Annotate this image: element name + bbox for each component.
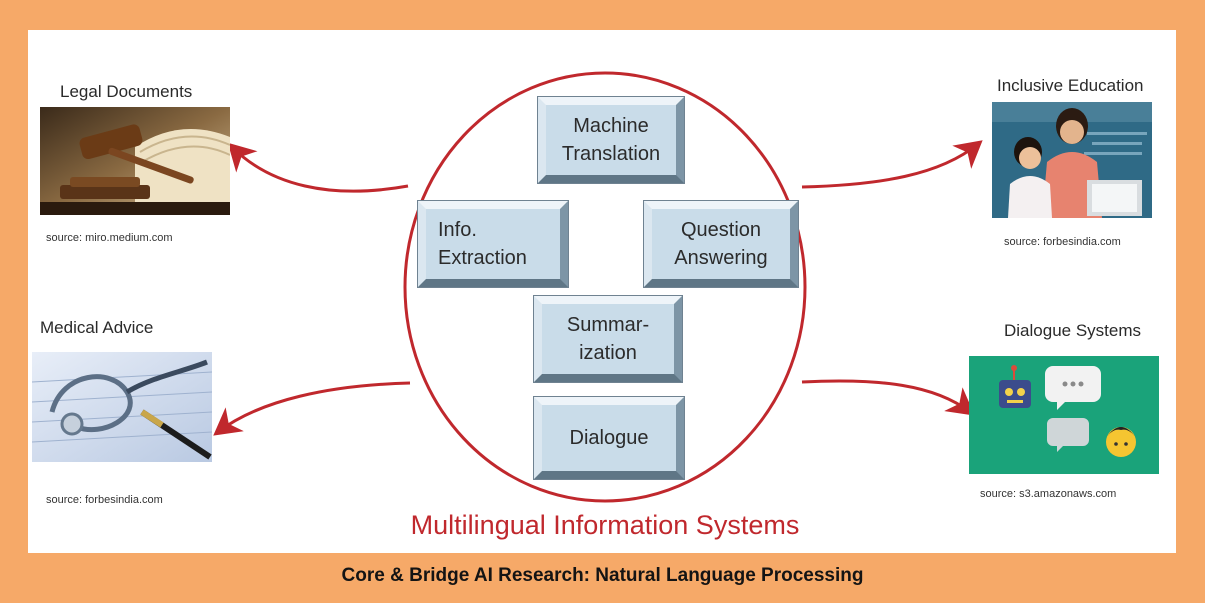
task-question-answering: Question Answering bbox=[643, 200, 799, 288]
task-label: Info. Extraction bbox=[438, 219, 527, 269]
inclusive-education-source: source: forbesindia.com bbox=[1004, 236, 1121, 248]
arrow-to-education bbox=[801, 140, 983, 189]
arrow-to-medical bbox=[213, 381, 411, 436]
dialogue-systems-title: Dialogue Systems bbox=[1004, 321, 1142, 340]
task-label: Summar- ization bbox=[566, 314, 650, 364]
arrow-to-dialogue-systems bbox=[801, 379, 975, 416]
task-label: Dialogue bbox=[569, 427, 649, 449]
medical-advice-source: source: forbesindia.com bbox=[46, 494, 163, 506]
task-info-extraction: Info. Extraction bbox=[417, 200, 569, 288]
inclusive-education-title: Inclusive Education bbox=[997, 76, 1144, 95]
legal-documents-title: Legal Documents bbox=[60, 82, 193, 101]
task-dialogue: Dialogue bbox=[533, 396, 685, 480]
footer-title: Core & Bridge AI Research: Natural Langu… bbox=[341, 565, 864, 586]
task-summarization: Summar- ization bbox=[533, 295, 683, 383]
medical-advice-title: Medical Advice bbox=[40, 318, 154, 337]
task-label: Machine Translation bbox=[561, 115, 661, 165]
teacher-and-child-at-laptop-photo bbox=[992, 102, 1152, 218]
legal-documents-source: source: miro.medium.com bbox=[46, 232, 173, 244]
robot-and-person-chat-illustration bbox=[969, 356, 1159, 474]
gavel-and-book-photo bbox=[40, 107, 230, 215]
center-circle bbox=[403, 71, 807, 503]
arrow-to-legal bbox=[227, 142, 409, 193]
center-title: Multilingual Information Systems bbox=[410, 510, 800, 540]
stethoscope-and-pen-photo bbox=[32, 352, 212, 462]
dialogue-systems-source: source: s3.amazonaws.com bbox=[980, 488, 1117, 500]
task-machine-translation: Machine Translation bbox=[537, 96, 685, 184]
task-label: Question Answering bbox=[674, 219, 768, 269]
